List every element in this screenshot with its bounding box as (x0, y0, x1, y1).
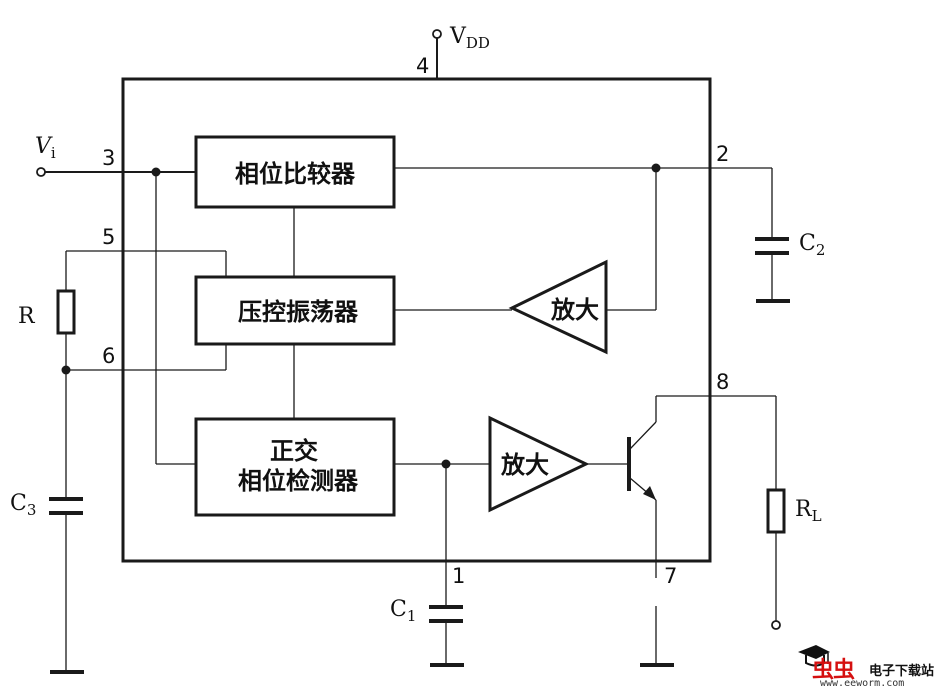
pin-5-number: 5 (102, 225, 115, 249)
pin-8-number: 8 (716, 370, 729, 394)
r-label: R (18, 304, 36, 329)
phase-comparator-block (194, 135, 396, 209)
graduation-cap-icon (798, 645, 830, 667)
pin-4-number: 4 (416, 54, 429, 78)
rl-label: RL (795, 497, 822, 525)
resistor-r (56, 289, 76, 335)
pin-1-number: 1 (452, 564, 465, 588)
quad-detector-label-2: 相位检测器 (238, 467, 359, 495)
rl-terminal (771, 620, 781, 630)
c2-label: C2 (799, 231, 825, 259)
transistor-collector (629, 421, 657, 450)
resistor-rl (766, 488, 786, 534)
watermark-url: www.eeworm.com (820, 678, 905, 689)
vco-label: 压控振荡器 (238, 298, 359, 326)
pin-3-number: 3 (102, 146, 115, 170)
pin-7-number: 7 (664, 564, 677, 588)
watermark-subtitle: 电子下载站 (869, 664, 935, 679)
amp-upper-triangle (508, 259, 608, 355)
phase-comparator-label: 相位比较器 (235, 160, 356, 188)
vi-label: Vi (35, 134, 56, 162)
amp-lower-label: 放大 (500, 451, 549, 479)
quadrature-detector-block (194, 417, 396, 517)
pin-6-number: 6 (102, 344, 115, 368)
chip-outline (121, 77, 712, 563)
c1-label: C1 (390, 597, 416, 625)
site-watermark: 虫虫 电子下载站 www.eeworm.com (792, 640, 947, 692)
vco-block (194, 275, 396, 346)
vdd-terminal (432, 29, 442, 39)
pin-2-number: 2 (716, 142, 729, 166)
vi-terminal (36, 167, 46, 177)
emitter-arrow (643, 486, 656, 500)
quad-detector-label-1: 正交 (270, 437, 318, 465)
c3-label: C3 (10, 491, 36, 519)
amp-lower-triangle (488, 415, 590, 513)
amp-upper-label: 放大 (550, 296, 599, 324)
vdd-label: VDD (449, 24, 490, 52)
watermark-brand: 虫虫 (812, 658, 855, 683)
